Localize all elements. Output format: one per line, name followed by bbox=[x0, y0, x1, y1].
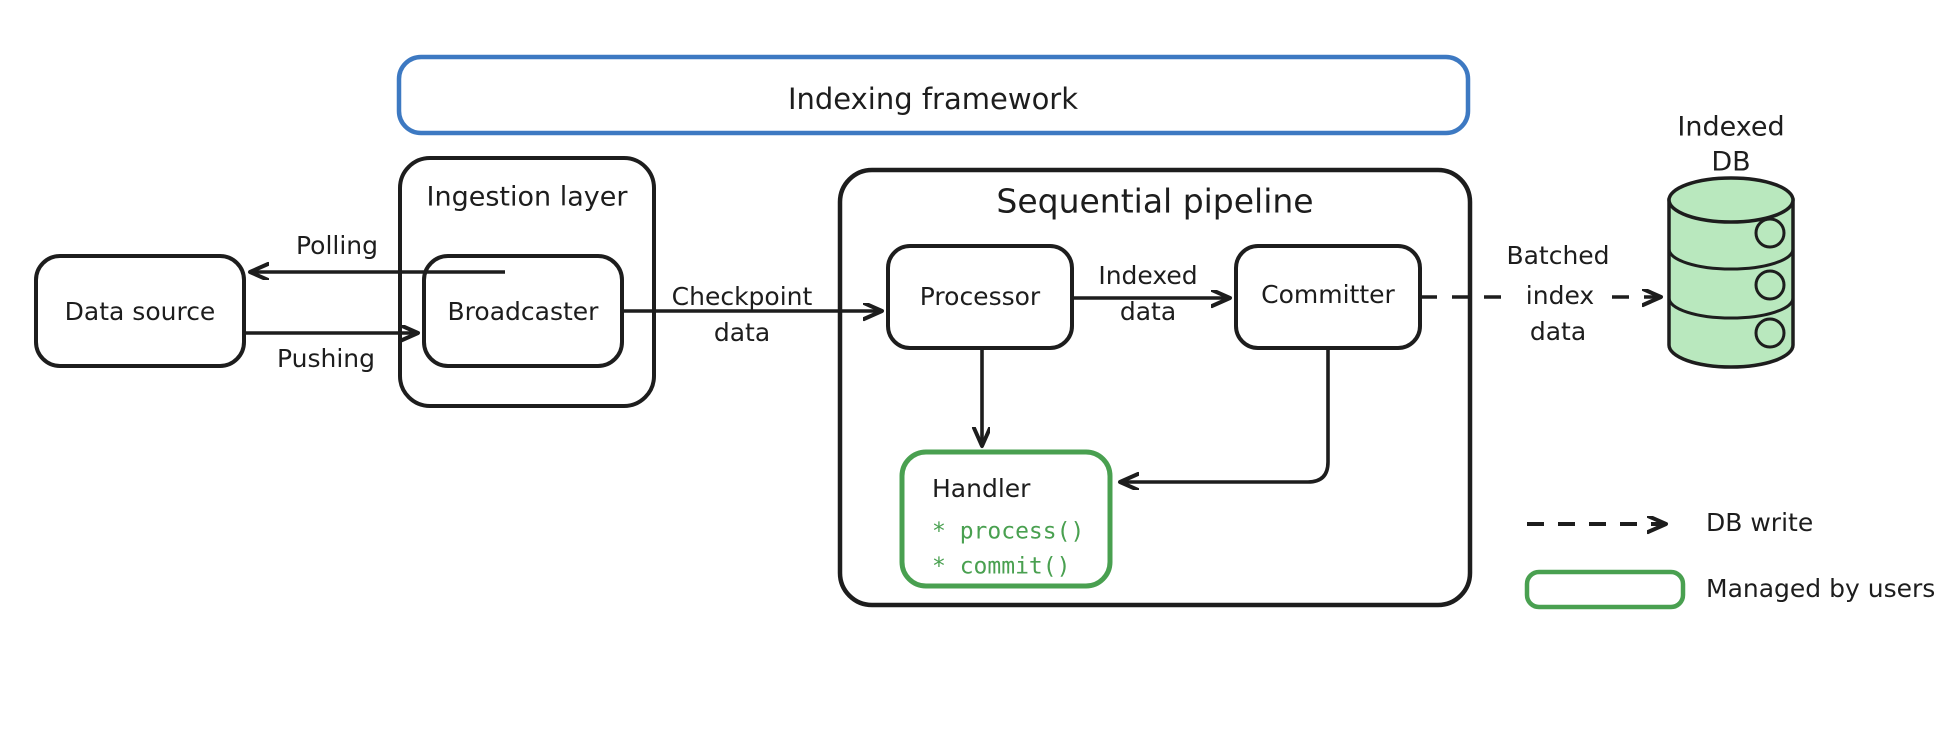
batched-index-label-backdrop bbox=[1512, 280, 1608, 314]
edge-indexed-data: Indexed data bbox=[1072, 261, 1228, 326]
edge-batched-index-data: Batched index data bbox=[1420, 241, 1659, 346]
data-source-box[interactable] bbox=[34, 254, 246, 368]
indexing-framework-label: Indexing framework bbox=[788, 82, 1078, 116]
legend-item-managed-by-users: Managed by users bbox=[1524, 569, 1935, 610]
batched-index-data-label-line1: Batched bbox=[1506, 241, 1609, 270]
legend: DB write Managed by users bbox=[1524, 508, 1935, 610]
pushing-label: Pushing bbox=[277, 344, 375, 373]
edge-committer-to-handler bbox=[1122, 348, 1330, 482]
sequential-pipeline-outline bbox=[837, 167, 1473, 608]
indexing-framework-outline bbox=[396, 54, 1471, 136]
edge-checkpoint-data: Checkpoint data bbox=[622, 282, 880, 347]
broadcaster-label: Broadcaster bbox=[448, 297, 600, 326]
handler-box[interactable] bbox=[899, 449, 1113, 589]
committer-handler-arrow bbox=[1122, 348, 1330, 482]
indexed-db-indicator-1 bbox=[1754, 217, 1786, 249]
node-committer[interactable]: Committer bbox=[1234, 244, 1422, 350]
handler-method-process: * process() bbox=[932, 519, 1084, 545]
indexed-db-label-line2: DB bbox=[1711, 147, 1750, 178]
checkpoint-data-label-line2: data bbox=[714, 318, 770, 347]
polling-label: Polling bbox=[296, 231, 378, 260]
committer-label: Committer bbox=[1261, 280, 1395, 309]
indexed-db-band-2 bbox=[1667, 297, 1795, 320]
node-data-source[interactable]: Data source bbox=[34, 254, 246, 368]
edge-pushing: Pushing bbox=[246, 333, 416, 373]
indexed-db-indicator-3 bbox=[1754, 317, 1786, 349]
checkpoint-data-label-line1: Checkpoint bbox=[672, 282, 813, 311]
indexed-data-label-line2: data bbox=[1120, 297, 1176, 326]
indexed-db-indicator-2 bbox=[1754, 269, 1786, 301]
handler-title: Handler bbox=[932, 474, 1031, 503]
ingestion-layer-outline bbox=[398, 156, 656, 408]
legend-db-write-label: DB write bbox=[1706, 508, 1813, 537]
batched-index-data-label-line2: index bbox=[1526, 281, 1594, 310]
indexed-db-label-line1: Indexed bbox=[1677, 112, 1784, 143]
indexed-db-cylinder-top bbox=[1667, 176, 1795, 224]
legend-green-rect-icon bbox=[1524, 569, 1686, 610]
node-indexed-db[interactable]: Indexed DB bbox=[1667, 112, 1795, 369]
sequential-pipeline-label: Sequential pipeline bbox=[996, 182, 1313, 221]
edge-polling: Polling bbox=[252, 231, 505, 272]
indexed-data-label-line1: Indexed bbox=[1098, 261, 1197, 290]
ingestion-layer-container: Ingestion layer bbox=[398, 156, 656, 408]
sequential-pipeline-container: Sequential pipeline bbox=[837, 167, 1473, 608]
handler-method-commit: * commit() bbox=[932, 554, 1070, 580]
legend-item-db-write: DB write bbox=[1527, 508, 1813, 537]
node-handler[interactable]: Handler * process() * commit() bbox=[899, 449, 1113, 589]
ingestion-layer-label: Ingestion layer bbox=[427, 182, 629, 213]
processor-label: Processor bbox=[920, 282, 1041, 311]
legend-managed-by-users-label: Managed by users bbox=[1706, 574, 1935, 603]
node-processor[interactable]: Processor bbox=[886, 244, 1074, 350]
data-source-label: Data source bbox=[65, 297, 216, 326]
indexed-db-cylinder-body bbox=[1667, 198, 1795, 369]
indexed-db-band-1 bbox=[1667, 248, 1795, 271]
batched-index-data-label-line3: data bbox=[1530, 317, 1586, 346]
node-broadcaster[interactable]: Broadcaster bbox=[422, 254, 624, 368]
indexing-framework-banner: Indexing framework bbox=[396, 54, 1471, 136]
